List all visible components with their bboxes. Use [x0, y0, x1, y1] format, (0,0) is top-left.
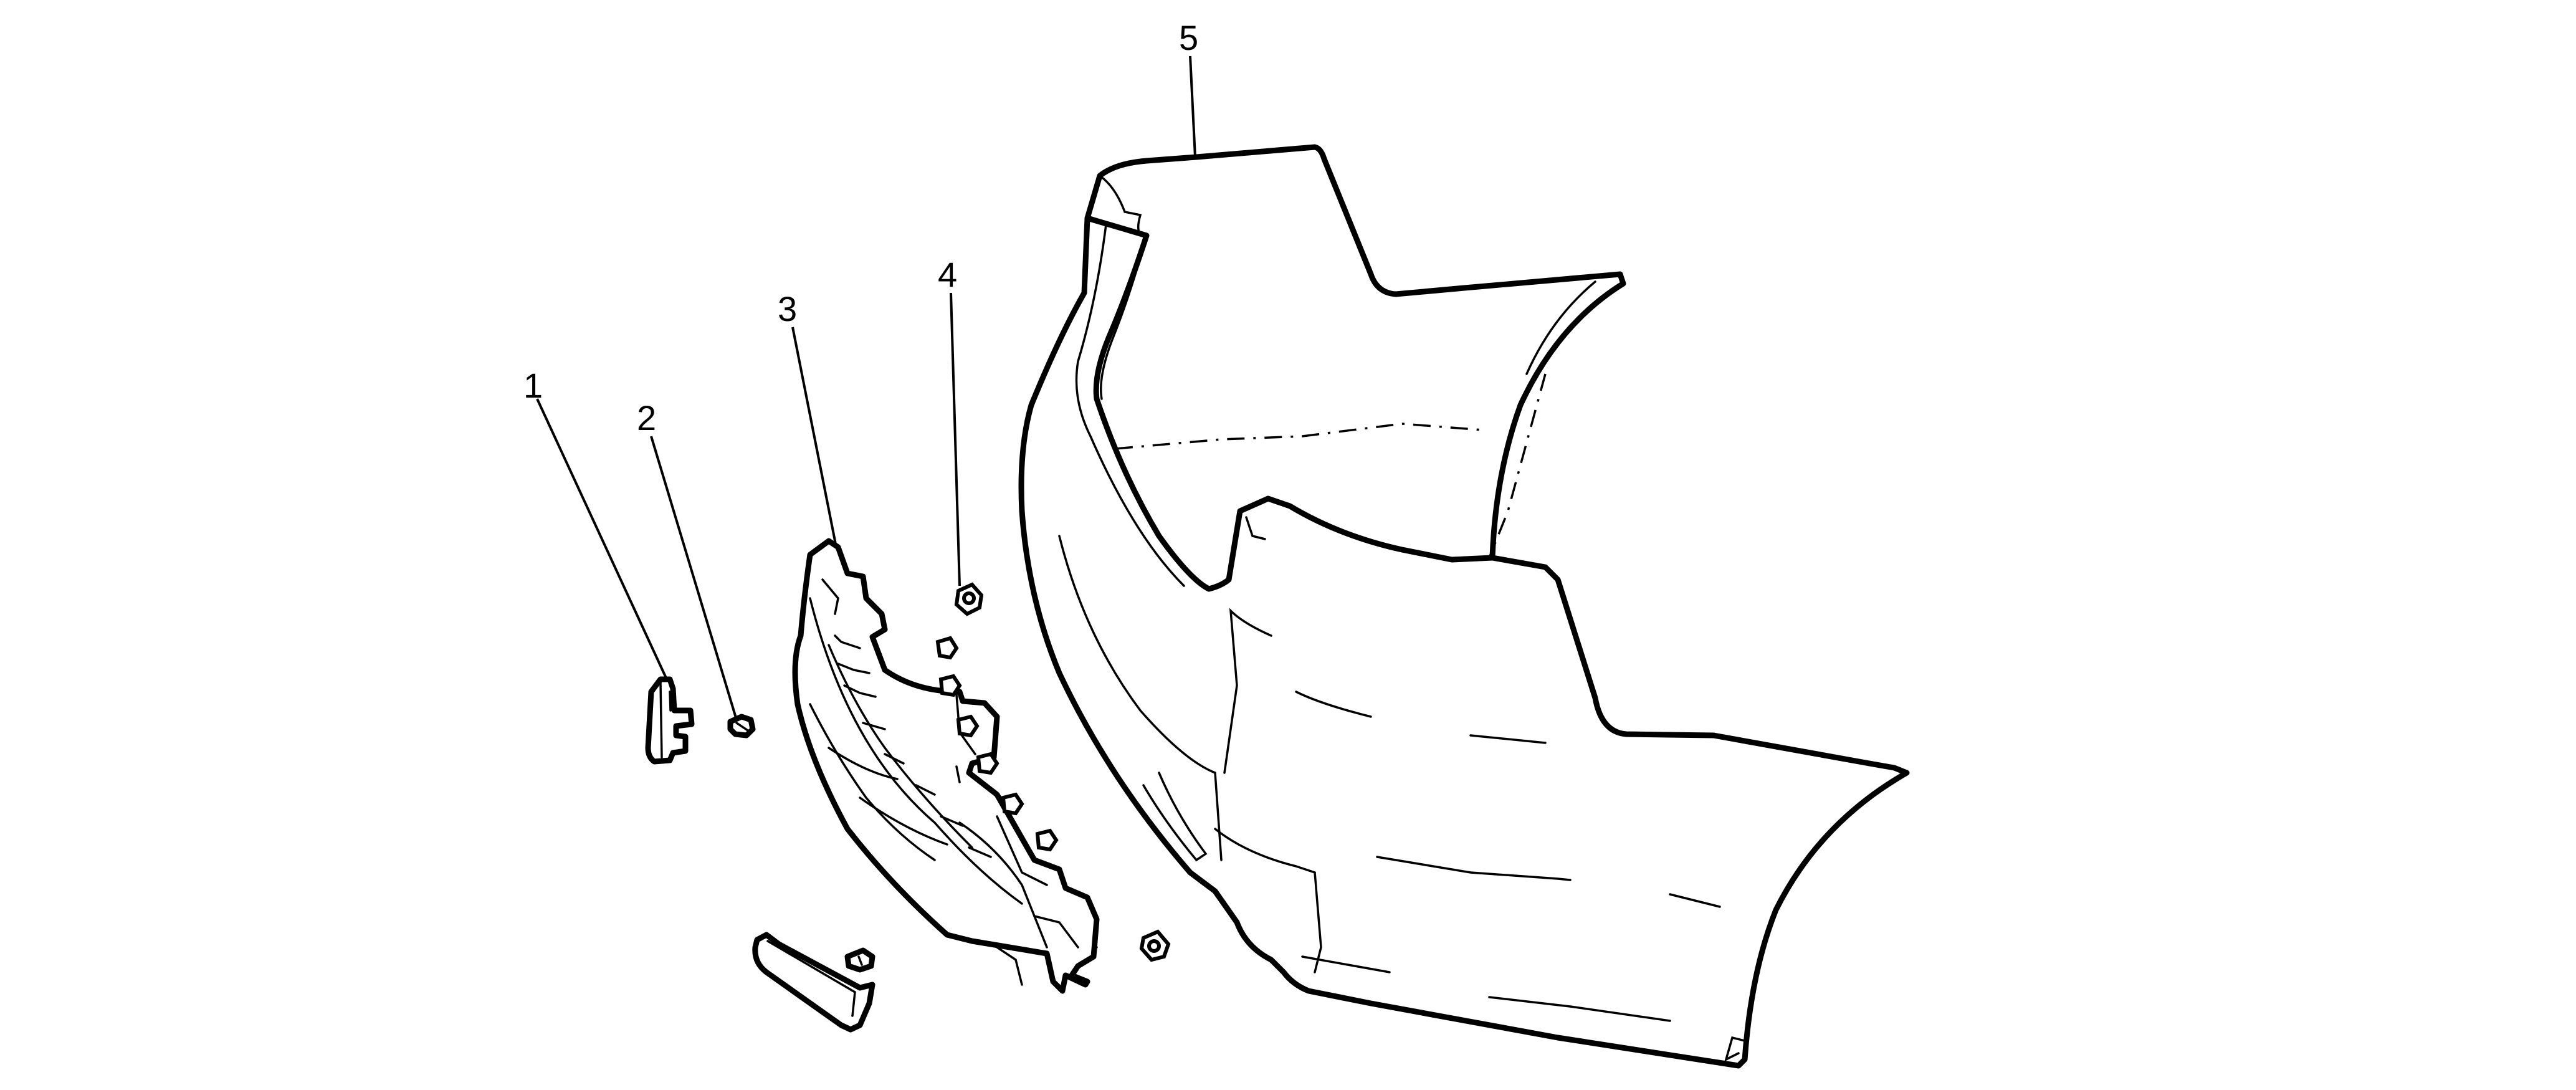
leader-line-3 — [791, 327, 837, 548]
leader-line-5 — [1189, 55, 1196, 158]
part-1-trim-piece — [645, 676, 695, 765]
part-2-push-pin — [727, 714, 756, 739]
leader-lines — [536, 55, 1196, 720]
part-4-clips — [935, 582, 1171, 962]
lower-trim-strip — [752, 932, 875, 1033]
part-3-bracket — [792, 538, 1100, 994]
callout-4: 4 — [938, 255, 957, 294]
part-5-bumper-fascia — [1018, 144, 1910, 1069]
leader-line-4 — [950, 292, 961, 586]
lower-push-pin — [844, 947, 875, 973]
callout-2: 2 — [637, 398, 656, 437]
leader-line-1 — [536, 398, 668, 680]
callout-5: 5 — [1179, 18, 1198, 57]
leader-line-2 — [650, 436, 738, 720]
callout-labels: 1 2 3 4 5 — [523, 18, 1198, 437]
callout-3: 3 — [778, 289, 797, 328]
callout-1: 1 — [523, 366, 543, 405]
